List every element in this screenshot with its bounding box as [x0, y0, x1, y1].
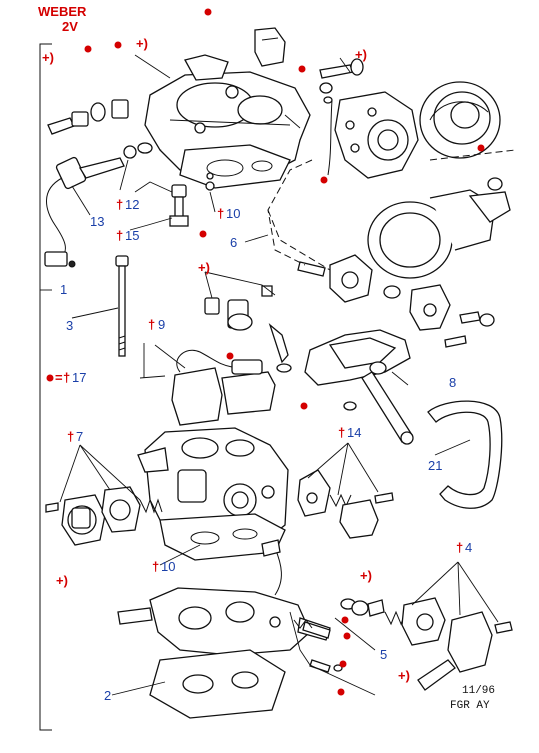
- red-dot: [477, 144, 485, 152]
- red-dot: [337, 688, 345, 696]
- callout-10-upper: 10: [226, 206, 240, 221]
- callout-21: 21: [428, 458, 442, 473]
- jet-holder-parts: [169, 172, 215, 227]
- choke-thermostat-cover: [419, 81, 501, 159]
- red-dot: [320, 176, 328, 184]
- throttle-lever-assembly: [304, 329, 414, 445]
- service-mark-1: +): [42, 50, 54, 65]
- footer-date: 11/96: [462, 685, 495, 697]
- dagger-10-upper: †: [217, 206, 224, 221]
- red-dot: [298, 65, 306, 73]
- mounting-bolts-top: [319, 58, 364, 176]
- red-dot: [343, 632, 351, 640]
- dagger-17: †: [63, 370, 70, 385]
- red-dot: [341, 616, 349, 624]
- callout-2: 2: [104, 688, 111, 703]
- choke-pulldown-parts: [297, 254, 495, 348]
- service-mark-5: +): [56, 573, 68, 588]
- power-valve-cover: [297, 469, 331, 517]
- fuel-return-hose: [427, 400, 503, 509]
- mixture-screw: [302, 621, 343, 673]
- wiring-clip-parts: [204, 285, 289, 364]
- float-chamber-cover: [401, 597, 446, 646]
- power-valve-spring: [329, 493, 352, 508]
- pump-spring: [139, 498, 163, 514]
- item-1-bracket: [39, 43, 52, 731]
- legend-dot: [46, 374, 54, 382]
- service-mark-2: +): [136, 36, 148, 51]
- footer-code: FGR AY: [450, 700, 490, 712]
- dagger-14: †: [338, 425, 345, 440]
- callout-5: 5: [380, 647, 387, 662]
- throttle-switch-assembly: [139, 349, 276, 426]
- base-spring: [293, 619, 313, 629]
- red-dot: [199, 230, 207, 238]
- needle-valve-seat: [340, 598, 385, 617]
- callout-1: 1: [60, 282, 67, 297]
- linkage-rod: [261, 539, 282, 596]
- o-ring-small: [276, 363, 292, 373]
- dagger-4: †: [456, 540, 463, 555]
- accelerator-pump-cover: [61, 494, 106, 546]
- dagger-12: †: [116, 197, 123, 212]
- insulator-gasket: [149, 649, 286, 719]
- callout-7: 7: [76, 429, 83, 444]
- callout-13: 13: [90, 214, 104, 229]
- red-dot: [339, 660, 347, 668]
- callout-12: 12: [125, 197, 139, 212]
- diagram-title-2v: 2V: [62, 19, 78, 34]
- callout-6: 6: [230, 235, 237, 250]
- dagger-7: †: [67, 429, 74, 444]
- legend-17: = 17: [46, 370, 86, 385]
- legend-equals: =: [55, 370, 63, 385]
- long-screw: [115, 255, 129, 357]
- service-mark-4: +): [198, 260, 210, 275]
- callout-14: 14: [347, 425, 361, 440]
- callout-3: 3: [66, 318, 73, 333]
- o-ring-medium: [343, 401, 357, 411]
- water-housing: [367, 177, 511, 279]
- choke-cover-plate: [254, 27, 286, 67]
- red-dot: [114, 41, 122, 49]
- callout-9: 9: [158, 317, 165, 332]
- accelerator-pump-diaphragm: [101, 486, 141, 533]
- solenoid-valve: [44, 156, 125, 268]
- red-dot: [204, 8, 212, 16]
- choke-group-frame: [267, 149, 516, 271]
- fuel-inlet-elbow: [417, 611, 513, 691]
- pump-screw: [45, 502, 59, 513]
- callout-8: 8: [449, 375, 456, 390]
- dagger-9: †: [148, 317, 155, 332]
- red-dot: [226, 352, 234, 360]
- service-mark-3: +): [355, 47, 367, 62]
- callout-10-lower: 10: [161, 559, 175, 574]
- leader-lines: [59, 54, 499, 696]
- red-dot: [300, 402, 308, 410]
- power-valve-diaphragm: [339, 499, 379, 539]
- callout-4: 4: [465, 540, 472, 555]
- diagram-title-weber: WEBER: [38, 4, 87, 19]
- red-dots: [84, 8, 485, 696]
- dagger-15: †: [116, 228, 123, 243]
- red-dot: [84, 45, 92, 53]
- callout-15: 15: [125, 228, 139, 243]
- service-mark-6: +): [360, 568, 372, 583]
- service-mark-7: +): [398, 668, 410, 683]
- power-valve-screw: [374, 492, 394, 504]
- legend-number: 17: [72, 370, 86, 385]
- throttle-body: [117, 587, 331, 656]
- dagger-10-lower: †: [152, 559, 159, 574]
- idle-jet-parts: [47, 99, 153, 159]
- automatic-choke-housing: [334, 91, 419, 179]
